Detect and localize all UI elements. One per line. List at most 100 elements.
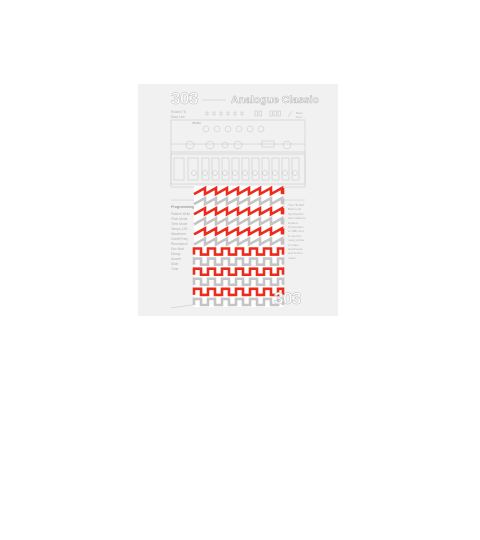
slash-mark: [287, 110, 293, 118]
text-line: was made by: [288, 216, 306, 221]
saw-wave-row: [193, 195, 285, 207]
right-subtitle-line: Line: [296, 115, 302, 119]
model-number-bottom: 303: [274, 289, 302, 309]
right-text-column: The TB-303 Bass Line Synthesizer was mad…: [288, 203, 306, 260]
key-button: [282, 170, 288, 176]
knob: [282, 140, 292, 150]
list-item: Pattern Write: [171, 212, 191, 216]
panel-outline: [170, 119, 306, 188]
switch: [277, 110, 281, 117]
panel-tag: TB-303: [192, 122, 201, 125]
key: [261, 157, 270, 181]
subtitle-line: Bass Line: [171, 115, 185, 119]
list-item: Pitch Mode: [171, 217, 188, 221]
text-line: acid house: [288, 247, 303, 252]
step-led: [205, 111, 209, 116]
key: [271, 157, 280, 181]
list-item: Decay: [171, 252, 181, 256]
saw-wave-row: [193, 236, 285, 247]
knob: [213, 125, 221, 133]
section-label: Programming: [171, 205, 195, 209]
step-led: [233, 111, 237, 116]
knob: [224, 125, 232, 133]
step-led: [240, 111, 244, 116]
text-line: Bass Line: [288, 207, 302, 212]
square-wave-row: [192, 287, 285, 297]
key: [251, 157, 260, 181]
key: [187, 157, 199, 181]
key-button: [202, 170, 208, 176]
square-wave-row: [192, 257, 285, 266]
switch: [254, 110, 258, 117]
text-line: The TB-303: [288, 203, 304, 207]
square-wave-row: [192, 297, 285, 307]
waveform-panel: [192, 185, 285, 307]
list-item: Cutoff Freq: [171, 237, 188, 241]
step-led: [219, 111, 223, 116]
tb303-poster: 303 Analogue Classic Roland TB Bass Line…: [138, 84, 338, 316]
square-wave-row: [192, 267, 285, 277]
poster-title: Analogue Classic: [231, 94, 319, 107]
key: [211, 157, 220, 181]
knob: [205, 140, 215, 150]
text-line: Synthesizer: [288, 211, 304, 216]
saw-wave-row: [193, 226, 285, 237]
synth-panel-drawing: [170, 99, 306, 309]
subtitle-line: Roland TB: [171, 110, 187, 114]
square-wave-row: [192, 247, 285, 256]
key: [221, 157, 230, 181]
knob: [202, 125, 210, 133]
text-line: music.: [288, 255, 297, 260]
key: [241, 157, 250, 181]
text-line: is used by: [288, 233, 302, 238]
knob: [185, 140, 195, 150]
text-line: in 1981 and: [288, 229, 304, 234]
knob: [233, 140, 243, 150]
list-item: Env Mod: [171, 247, 185, 251]
key-button: [232, 170, 238, 176]
display-box: [261, 140, 275, 148]
knob: [221, 141, 229, 149]
saw-wave-row: [193, 185, 285, 197]
knob: [246, 125, 254, 133]
key-button: [222, 170, 228, 176]
list-item: Accent: [171, 257, 182, 261]
list-item: Resonance: [171, 242, 188, 246]
list-item: Tune: [171, 267, 179, 271]
knob: [235, 125, 243, 133]
key: [173, 157, 185, 181]
knob: [257, 125, 265, 133]
key-button: [191, 170, 197, 176]
list-item: Tempo 120: [171, 227, 188, 231]
waveform-graphic: [192, 185, 285, 307]
left-text-list: Pattern Write Pitch Mode Time Mode Tempo…: [171, 212, 190, 272]
text-line: Roland: [288, 220, 298, 225]
key-button: [272, 170, 278, 176]
step-led: [226, 111, 230, 116]
key: [231, 157, 240, 181]
text-line: to make: [288, 242, 299, 247]
saw-wave-row: [193, 216, 285, 227]
text-line: many artists: [288, 238, 305, 243]
right-subtitle-line: Bass: [296, 111, 303, 115]
model-number: 303: [171, 89, 199, 109]
key: [291, 157, 300, 181]
list-item: Slide: [171, 262, 179, 266]
list-item: Time Mode: [171, 222, 188, 226]
switch: [258, 110, 262, 117]
text-line: Corporation: [288, 225, 304, 230]
switch: [269, 110, 273, 117]
key-button: [212, 170, 218, 176]
saw-wave-row: [193, 205, 285, 217]
key-button: [262, 170, 268, 176]
text-line: and techno: [288, 251, 303, 256]
step-led: [212, 111, 216, 116]
key-button: [252, 170, 258, 176]
keyboard-outline: [170, 153, 306, 185]
key-button: [242, 170, 248, 176]
key: [201, 157, 210, 181]
key: [281, 157, 290, 181]
switch: [273, 110, 277, 117]
list-item: Waveform: [171, 232, 186, 236]
key-button: [292, 170, 298, 176]
